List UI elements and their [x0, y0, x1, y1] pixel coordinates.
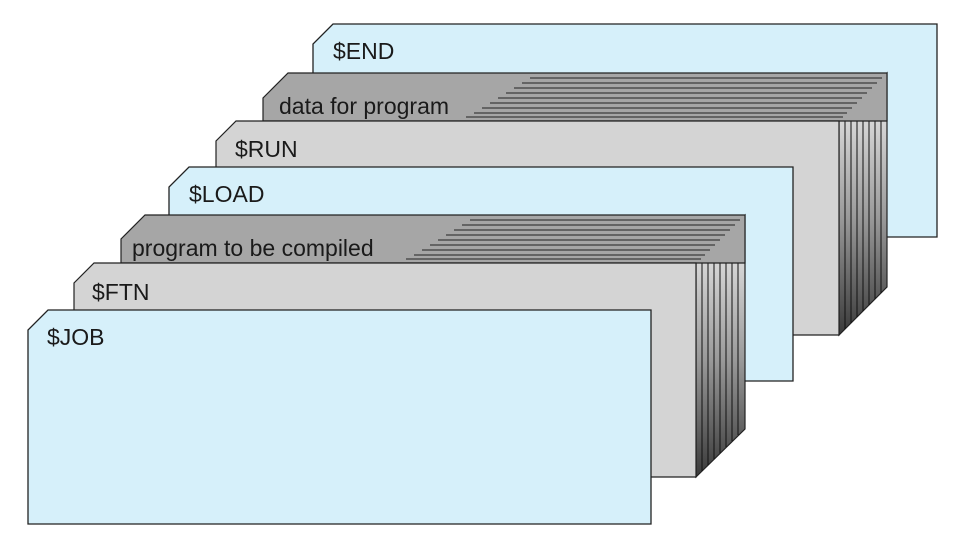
data-card-edges [466, 77, 882, 118]
card-ftn-label: $FTN [92, 279, 150, 305]
card-prog [120, 214, 746, 264]
card-data-label: data for program [279, 93, 450, 119]
card-job-face [27, 309, 652, 525]
card-data [262, 72, 888, 122]
program-card-edges [406, 219, 740, 260]
card-run-label: $RUN [235, 136, 298, 162]
card-end-label: $END [333, 38, 395, 64]
card-job [27, 309, 652, 525]
card-load-label: $LOAD [189, 181, 265, 207]
card-prog-label: program to be compiled [132, 235, 374, 261]
card-job-label: $JOB [47, 324, 105, 350]
program-deck-side [695, 213, 746, 479]
